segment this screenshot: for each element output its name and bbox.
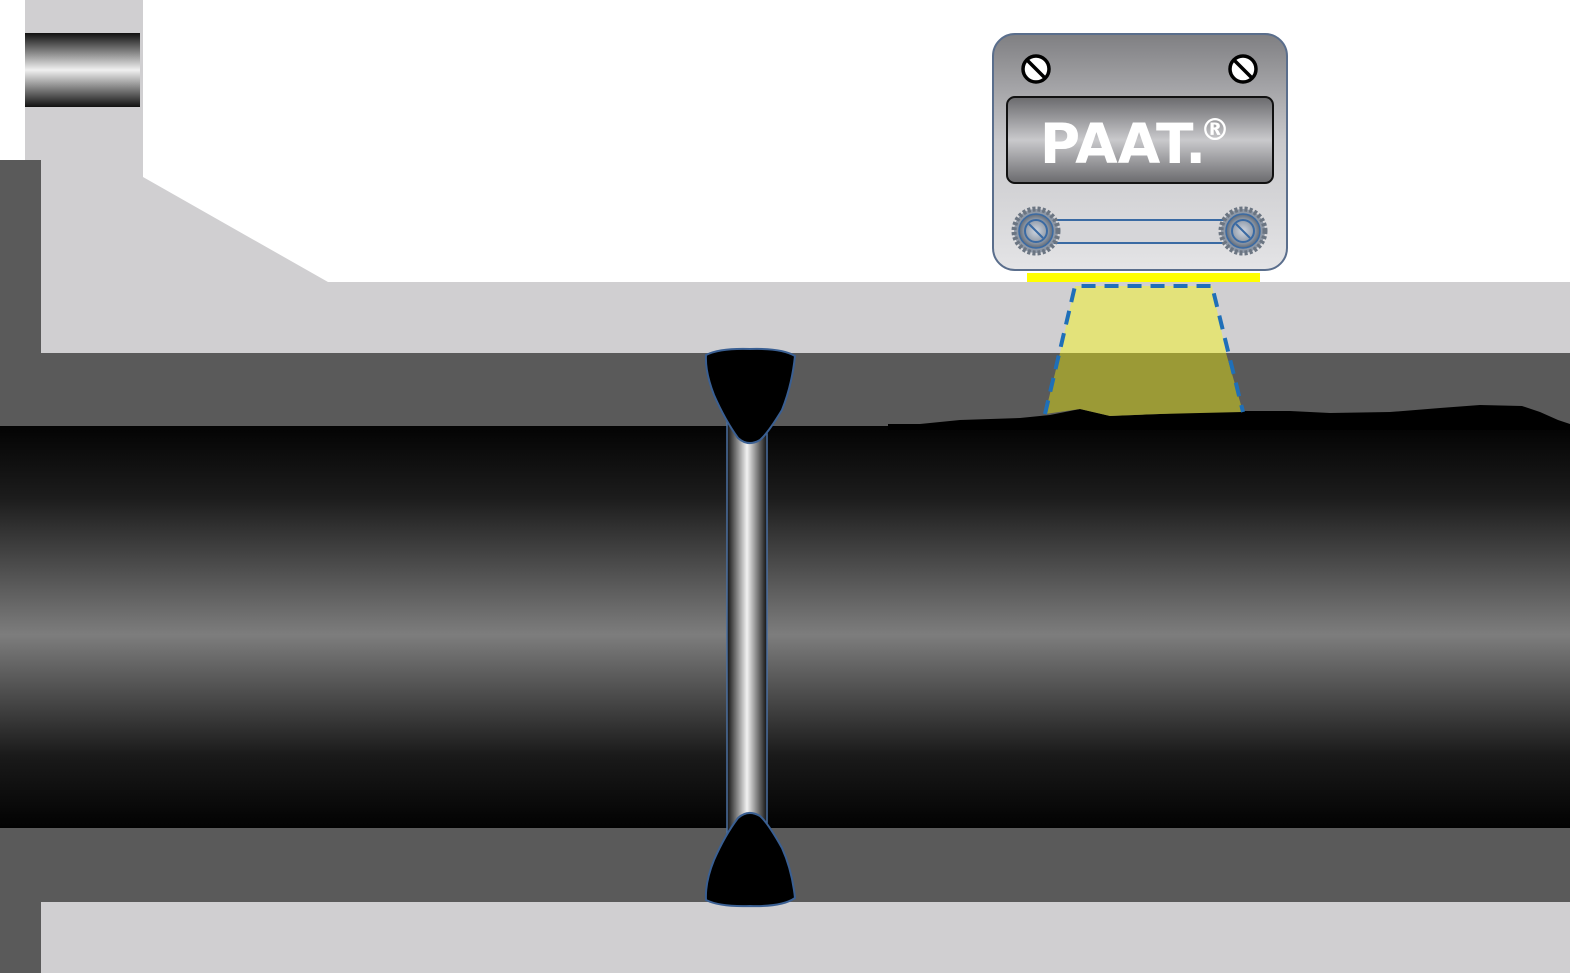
bottom-left-knob-icon <box>1011 206 1061 256</box>
pipe-bore <box>0 426 1570 828</box>
probe-bottom-blob <box>704 812 797 908</box>
beam-cone-upper <box>1060 286 1226 353</box>
top-left-screw-icon <box>1021 54 1051 84</box>
bottom-right-knob-icon <box>1218 206 1268 256</box>
probe-rod <box>726 419 768 841</box>
brand-label: PAAT. <box>1040 112 1206 176</box>
top-right-screw-icon <box>1228 54 1258 84</box>
beam-outline <box>1043 284 1245 415</box>
paat-device: PAAT. ® <box>992 33 1288 271</box>
device-screen <box>1006 96 1274 184</box>
probe-top-blob <box>704 347 797 444</box>
beam-cone-in-wall <box>1045 353 1243 416</box>
sensor-emitter <box>1027 273 1260 282</box>
knob-bar <box>1035 219 1243 244</box>
registered-mark: ® <box>1200 113 1230 148</box>
deposit-layer <box>888 405 1570 430</box>
inlet-stub <box>25 33 140 107</box>
